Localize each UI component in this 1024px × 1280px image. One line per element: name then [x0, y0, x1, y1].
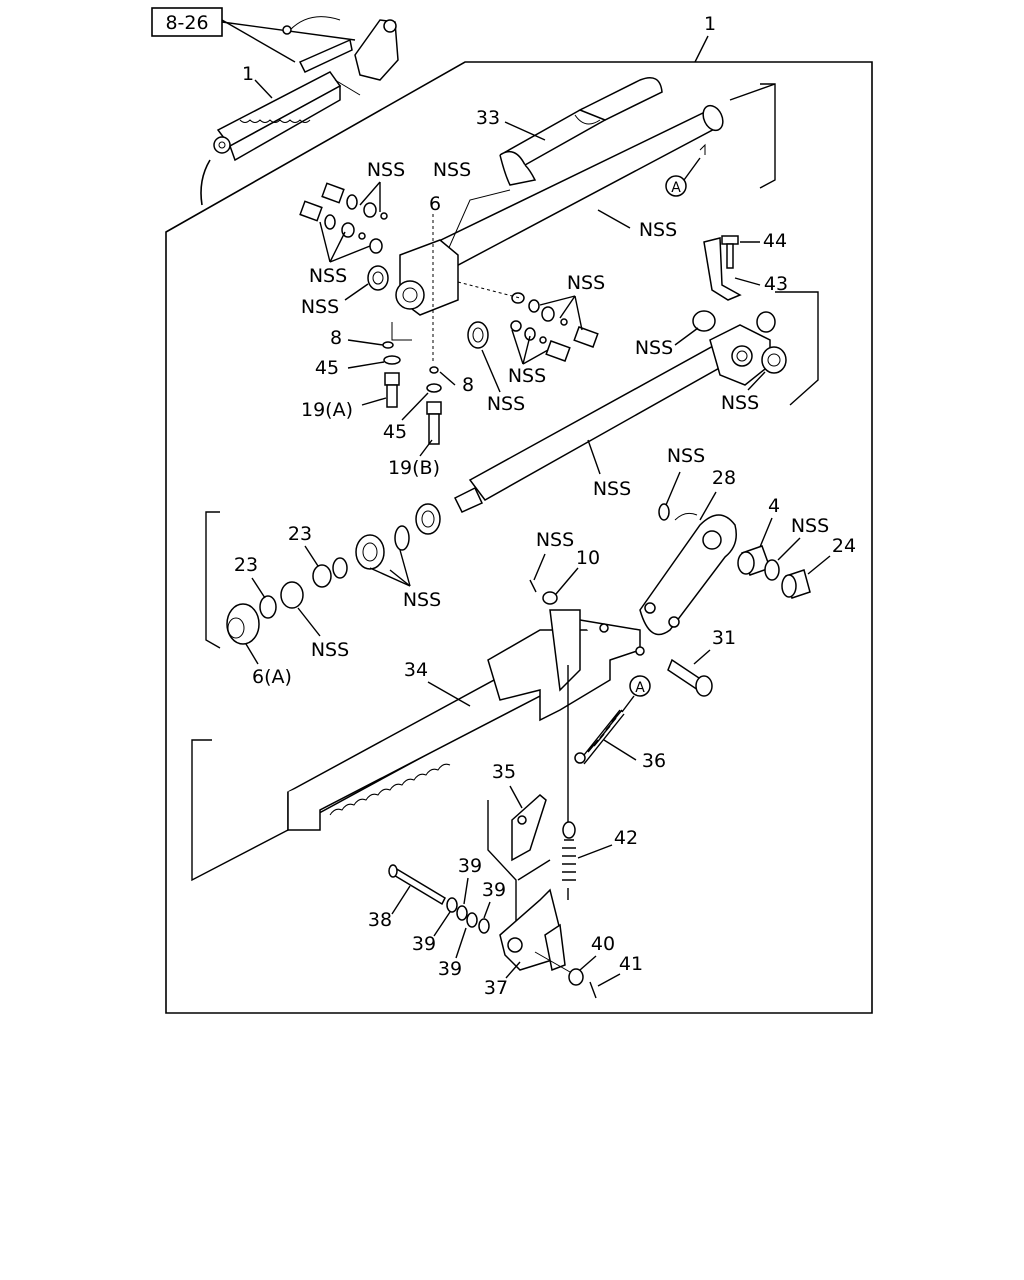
reference-box-label: 8-26 [165, 12, 208, 34]
left-fittings-cluster[interactable] [299, 182, 389, 291]
part-33-bushing[interactable] [499, 77, 663, 186]
reference-box[interactable]: 8-26 [151, 7, 223, 37]
right-fittings-cluster[interactable] [467, 292, 599, 362]
label-nss-top-center: NSS [433, 159, 471, 181]
label-41: 41 [619, 953, 643, 975]
part-38-bolt[interactable] [388, 864, 446, 906]
label-10: 10 [576, 547, 600, 569]
label-24: 24 [832, 535, 856, 557]
label-23-lower: 23 [234, 554, 258, 576]
part-43-bracket[interactable] [703, 237, 742, 301]
label-6: 6 [429, 193, 441, 215]
fitting-19b-group[interactable] [426, 366, 442, 445]
label-35: 35 [492, 761, 516, 783]
part-nss-seal[interactable] [764, 559, 780, 581]
part-37-pivot-bracket[interactable] [499, 888, 566, 972]
label-33: 33 [476, 107, 500, 129]
label-39-left: 39 [412, 933, 436, 955]
label-nss-cross-shaft: NSS [593, 478, 631, 500]
part-10-washer[interactable] [529, 579, 558, 605]
part-31-pin[interactable] [667, 658, 713, 697]
label-nss-right-top: NSS [567, 272, 605, 294]
part-36-spring[interactable] [574, 709, 625, 765]
label-nss-cross-left: NSS [635, 337, 673, 359]
fitting-19a-group[interactable] [382, 322, 412, 408]
label-36: 36 [642, 750, 666, 772]
part-24-collar[interactable] [781, 569, 811, 599]
part-39-washers[interactable] [446, 897, 490, 934]
label-31: 31 [712, 627, 736, 649]
label-19a: 19(A) [301, 399, 353, 421]
label-37: 37 [484, 977, 508, 999]
part-41-pin[interactable] [589, 981, 597, 999]
label-28: 28 [712, 467, 736, 489]
label-8-left: 8 [330, 327, 342, 349]
label-8-center: 8 [462, 374, 474, 396]
label-23-upper: 23 [288, 523, 312, 545]
circle-a-label-2: A [635, 680, 645, 696]
label-43: 43 [764, 273, 788, 295]
label-nss-shaft: NSS [639, 219, 677, 241]
label-6a: 6(A) [252, 666, 292, 688]
label-nss-left-mid: NSS [309, 265, 347, 287]
main-frame [165, 61, 873, 1014]
label-39-top: 39 [458, 855, 482, 877]
part-35-bracket[interactable] [511, 794, 547, 862]
label-39-right: 39 [482, 879, 506, 901]
label-nss-oring: NSS [311, 639, 349, 661]
label-nss-cotter: NSS [536, 529, 574, 551]
label-38: 38 [368, 909, 392, 931]
label-nss-right-washer: NSS [487, 393, 525, 415]
label-40: 40 [591, 933, 615, 955]
part-40-washer[interactable] [568, 968, 584, 986]
label-nss-28: NSS [667, 445, 705, 467]
label-1: 1 [704, 13, 716, 35]
part-34-channel[interactable] [287, 609, 641, 832]
label-nss-seals: NSS [403, 589, 441, 611]
cross-shaft[interactable] [453, 310, 787, 513]
snap-ring-28[interactable] [658, 503, 670, 521]
label-19b: 19(B) [388, 457, 440, 479]
part-4-bushing[interactable] [737, 545, 771, 576]
circle-a-marker-1 [665, 175, 687, 197]
seal-cluster[interactable] [226, 503, 441, 645]
label-45-left: 45 [315, 357, 339, 379]
label-nss-cross-right: NSS [721, 392, 759, 414]
label-nss-right-mid: NSS [508, 365, 546, 387]
circle-a-marker-2 [629, 675, 651, 697]
label-nss-4: NSS [791, 515, 829, 537]
valve-block[interactable] [395, 239, 459, 316]
circle-a-label-1: A [671, 180, 681, 196]
label-45-center: 45 [383, 421, 407, 443]
label-nss-left-top: NSS [367, 159, 405, 181]
label-nss-left-washer: NSS [301, 296, 339, 318]
label-34: 34 [404, 659, 428, 681]
label-4: 4 [768, 495, 780, 517]
part-42-spring[interactable] [562, 821, 576, 900]
label-44: 44 [763, 230, 787, 252]
inset-label-1: 1 [242, 63, 254, 85]
inset-assembly-thumbnail [200, 16, 399, 206]
part-44-bolt[interactable] [721, 235, 739, 269]
part-28-lever[interactable] [639, 512, 737, 636]
label-42: 42 [614, 827, 638, 849]
label-39-bottom: 39 [438, 958, 462, 980]
